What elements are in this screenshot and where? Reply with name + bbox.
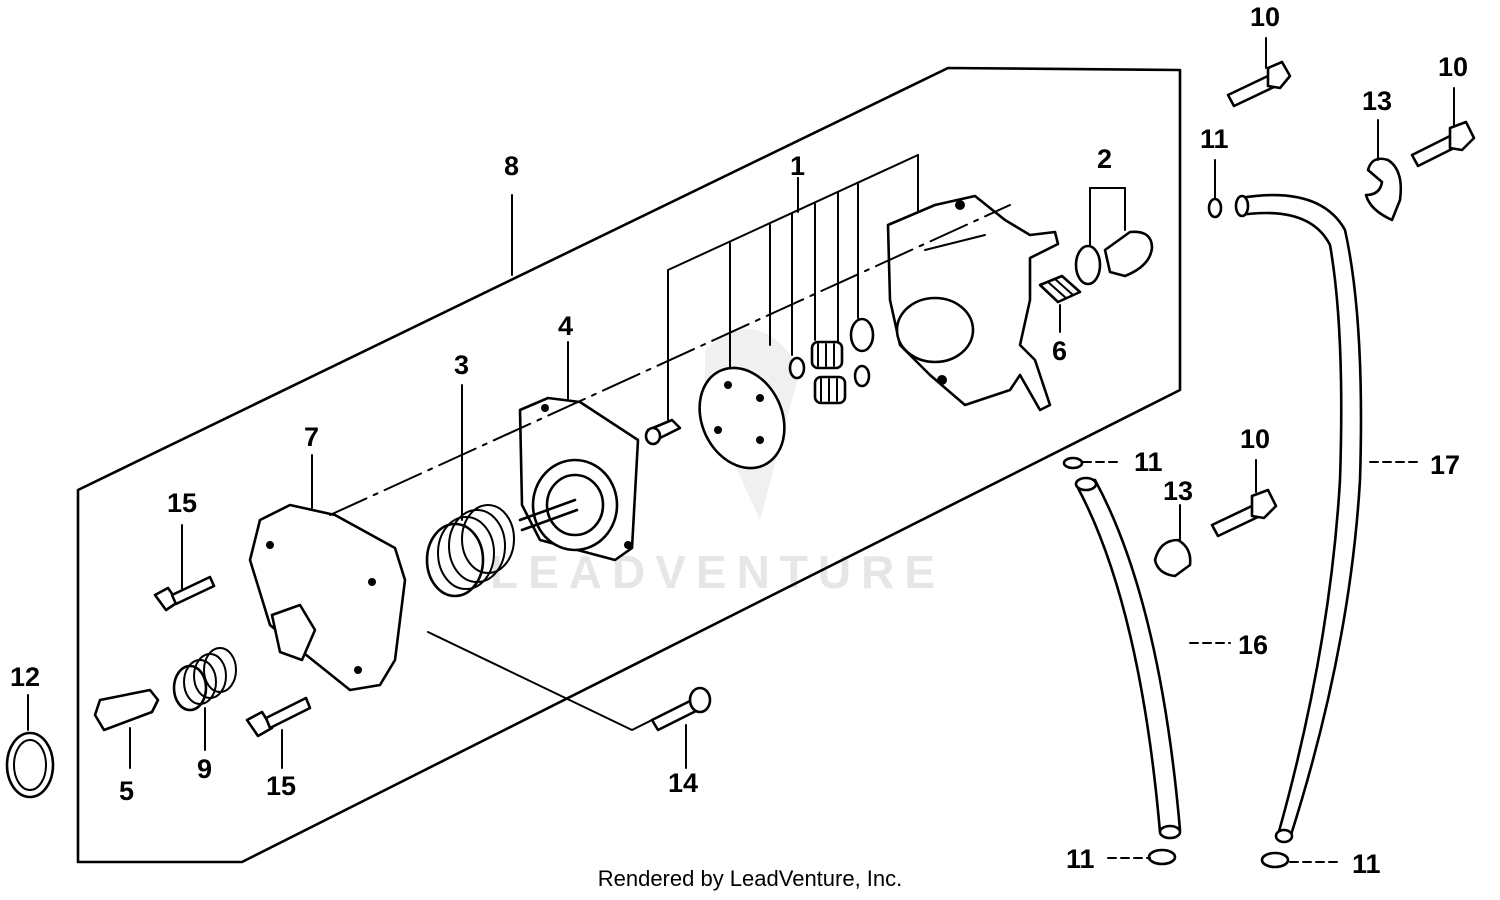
label-part-1: 1 — [790, 151, 805, 181]
part-15-bolt-lower — [245, 696, 312, 769]
label-part-5: 5 — [119, 776, 134, 806]
part-8-leader — [511, 177, 799, 276]
label-part-7: 7 — [304, 422, 319, 452]
alignment-lines — [329, 204, 1011, 731]
label-part-11-bottom-left: 11 — [1066, 844, 1095, 874]
label-part-11-mid: 11 — [1134, 447, 1163, 477]
label-part-2: 2 — [1097, 144, 1112, 174]
part-15-bolt-upper — [153, 524, 216, 612]
label-part-11-top: 11 — [1200, 124, 1229, 154]
label-part-15-upper: 15 — [167, 488, 197, 518]
part-13-clamp-upper — [1364, 119, 1403, 222]
label-part-10-mid: 10 — [1240, 424, 1270, 454]
label-part-13-lower: 13 — [1163, 476, 1193, 506]
label-part-4: 4 — [558, 311, 573, 341]
label-part-8: 8 — [504, 151, 519, 181]
part-7-plate — [248, 454, 407, 692]
part-6-plug — [1038, 274, 1082, 333]
part-5-plug — [93, 688, 160, 769]
diaphragm-screw — [644, 418, 682, 446]
label-part-10-right: 10 — [1438, 52, 1468, 82]
label-part-13-upper: 13 — [1362, 86, 1392, 116]
diaphragm — [698, 366, 786, 470]
label-part-11-bottom-right: 11 — [1352, 849, 1381, 879]
label-part-12: 12 — [10, 662, 40, 692]
label-part-9: 9 — [197, 754, 212, 784]
label-part-3: 3 — [454, 350, 469, 380]
label-part-6: 6 — [1052, 336, 1067, 366]
part-10-bolt-mid — [1210, 459, 1278, 538]
label-part-17: 17 — [1430, 450, 1460, 480]
part-3-spring — [425, 384, 515, 598]
label-part-15-lower: 15 — [266, 771, 296, 801]
part-13-clamp-lower — [1153, 504, 1192, 578]
part-9-spring — [172, 647, 237, 751]
part-12-oring — [5, 694, 55, 799]
part-10-bolt-right — [1410, 87, 1476, 168]
label-part-16: 16 — [1238, 630, 1268, 660]
render-credit: Rendered by LeadVenture, Inc. — [597, 866, 903, 891]
assembly-boundary — [76, 66, 1182, 864]
label-part-14: 14 — [668, 768, 698, 798]
pump-body — [886, 194, 1060, 412]
label-part-10-top: 10 — [1250, 2, 1280, 32]
part-10-bolt-top — [1226, 37, 1292, 108]
part-11-clips — [1062, 159, 1341, 869]
part-1-components — [788, 317, 875, 405]
callout-labels: 1 2 3 4 5 6 7 8 9 10 10 10 11 11 11 11 1… — [10, 2, 1468, 879]
part-16-hose — [1074, 476, 1231, 840]
part-17-hose — [1234, 193, 1421, 844]
part-2-cap — [1074, 187, 1154, 286]
part-4-cover — [518, 341, 640, 562]
part-14-bolt — [650, 686, 712, 769]
watermark-text: LEADVENTURE — [490, 546, 945, 598]
part-1-leader — [667, 154, 919, 421]
